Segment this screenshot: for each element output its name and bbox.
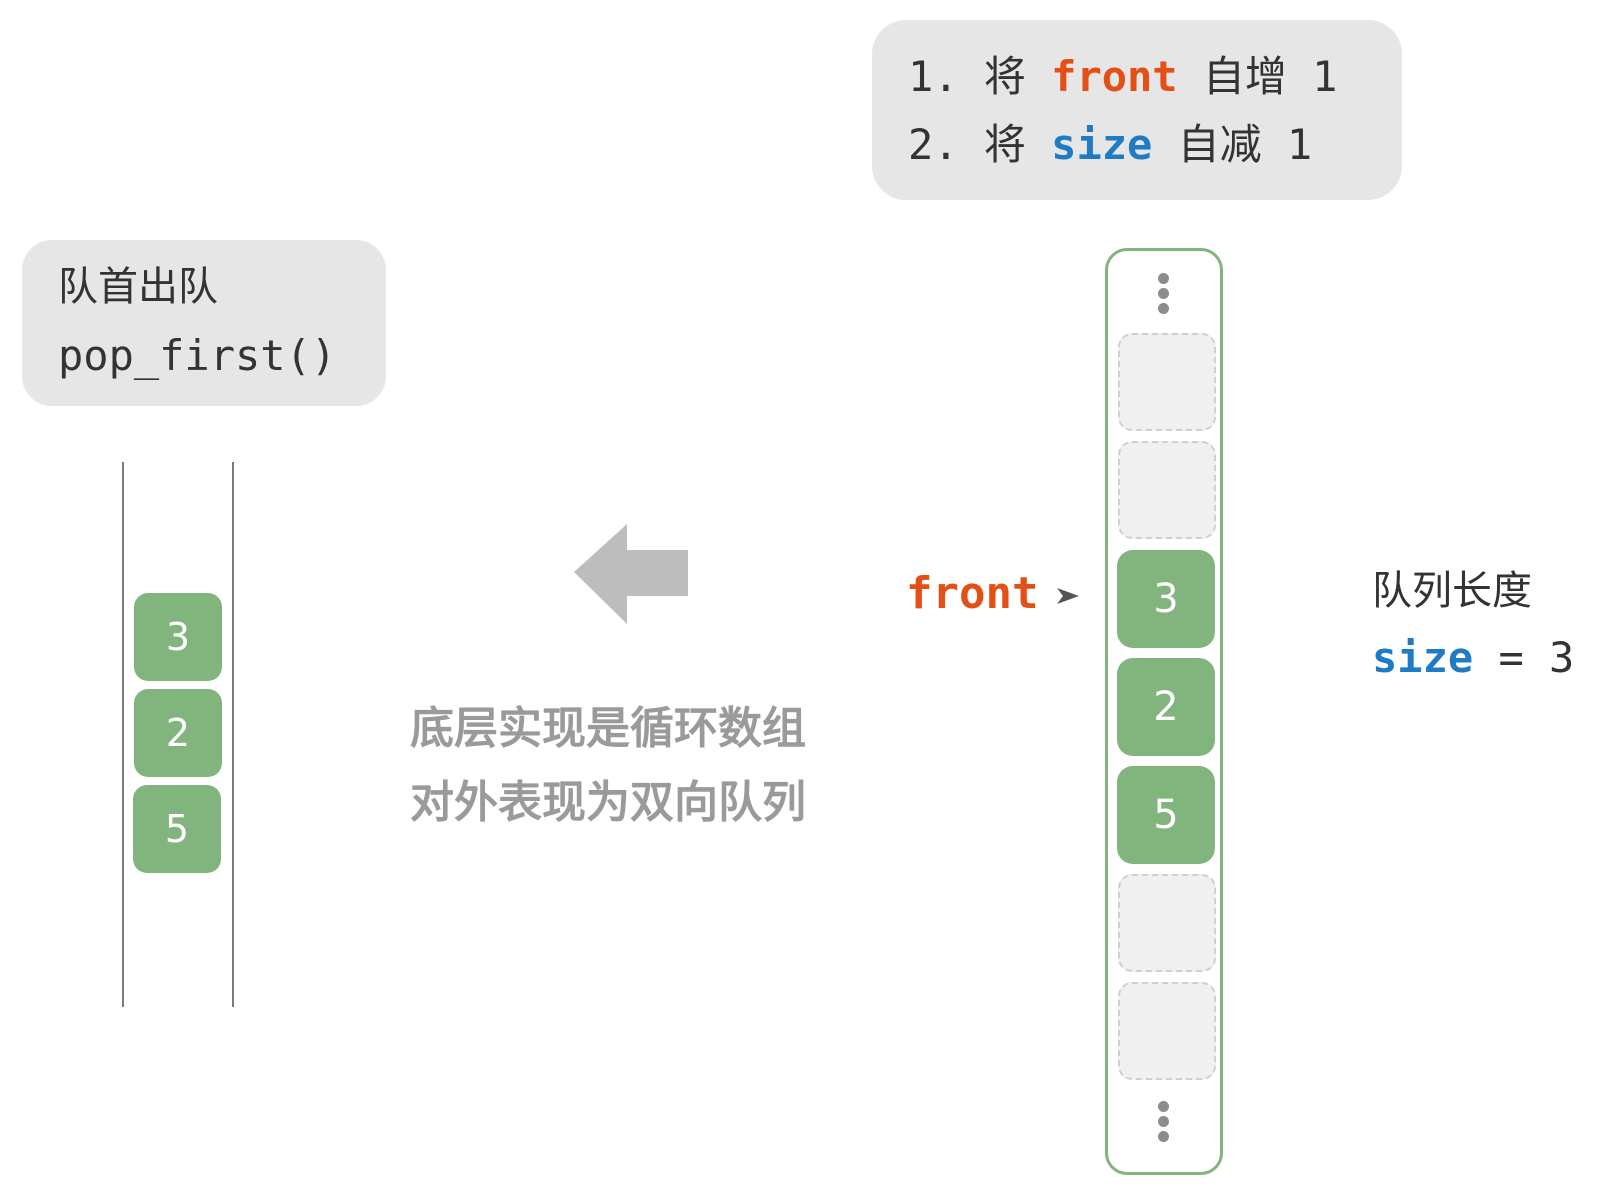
array-cell-empty	[1118, 982, 1216, 1080]
step-1-prefix: 1. 将	[908, 52, 1052, 101]
array-cell-empty	[1118, 874, 1216, 972]
front-pointer-label: front	[906, 568, 1039, 619]
operation-title: 队首出队	[58, 264, 218, 310]
circular-array-frame	[1105, 248, 1223, 1175]
step-1-suffix: 自增 1	[1177, 52, 1338, 101]
size-value: 3	[1549, 633, 1575, 682]
deque-cell: 5	[133, 785, 221, 873]
size-equals: =	[1473, 633, 1550, 682]
deque-cell: 3	[134, 593, 222, 681]
array-cell: 3	[1117, 550, 1215, 648]
implementation-note: 底层实现是循环数组 对外表现为双向队列	[410, 692, 806, 840]
operation-code: pop_first()	[58, 331, 337, 380]
step-2-suffix: 自减 1	[1152, 120, 1313, 169]
deque-wall-right	[232, 462, 234, 1007]
operation-box	[22, 240, 386, 406]
array-cell: 2	[1117, 658, 1215, 756]
step-2: 2. 将 size 自减 1	[908, 118, 1312, 172]
step-2-keyword: size	[1051, 120, 1153, 169]
left-arrow-icon	[574, 524, 688, 624]
deque-wall-left	[122, 462, 124, 1007]
step-1-keyword: front	[1051, 52, 1178, 101]
steps-box	[872, 20, 1402, 200]
deque-cell: 2	[134, 689, 222, 777]
note-line-1: 底层实现是循环数组	[410, 703, 806, 754]
ellipsis-top-icon	[1156, 273, 1170, 318]
pointer-arrow-icon	[1057, 588, 1079, 604]
array-cell-empty	[1118, 441, 1216, 539]
array-cell-empty	[1118, 333, 1216, 431]
array-cell: 5	[1117, 766, 1215, 864]
note-line-2: 对外表现为双向队列	[410, 777, 806, 828]
size-keyword: size	[1372, 633, 1474, 682]
step-1: 1. 将 front 自增 1	[908, 50, 1337, 104]
ellipsis-bottom-icon	[1156, 1101, 1170, 1146]
step-2-prefix: 2. 将	[908, 120, 1052, 169]
size-expression: size = 3	[1372, 632, 1574, 684]
size-title: 队列长度	[1372, 568, 1532, 614]
